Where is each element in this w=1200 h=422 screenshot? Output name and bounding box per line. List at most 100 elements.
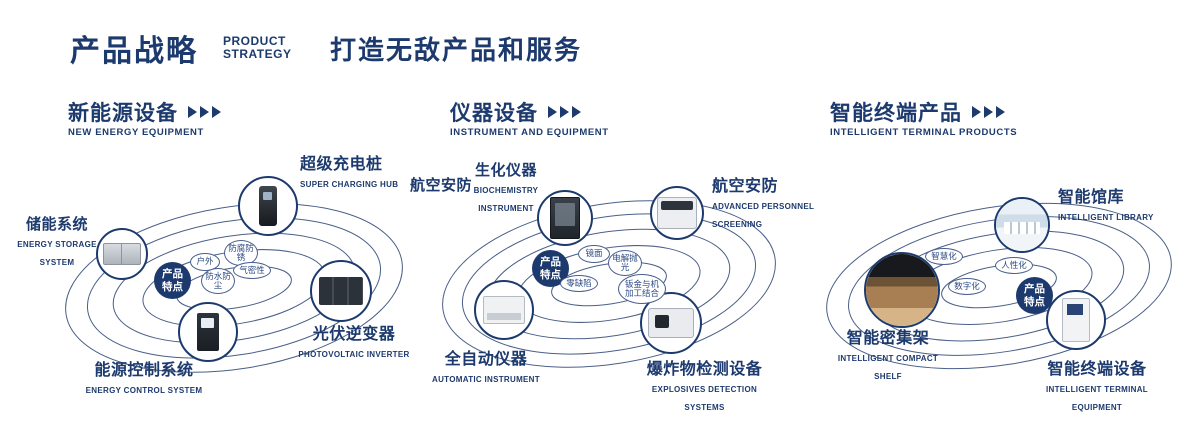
feature-text: 户外 <box>196 256 214 267</box>
label-zh: 智能密集架 <box>846 330 930 347</box>
product-circle-energy-control <box>178 302 238 362</box>
product-features-chip: 产品特点 <box>154 262 191 299</box>
product-features-label: 产品特点 <box>162 268 183 293</box>
triple-chevron-icon <box>188 106 221 118</box>
page-title: 产品战略 <box>70 35 198 68</box>
feature-text: 智慧化 <box>931 250 957 261</box>
feature-text: 防水防尘 <box>205 270 231 290</box>
energy-storage-image <box>103 243 141 265</box>
slogan: 打造无敌产品和服务 <box>330 35 583 65</box>
product-circle-terminal-equipment <box>1046 290 1106 350</box>
label-zh: 航空安防 <box>410 177 473 194</box>
label-zh: 能源控制系统 <box>94 362 194 379</box>
label-en: AUTOMATIC INSTRUMENT <box>432 375 540 384</box>
label-en: EXPLOSIVES DETECTION SYSTEMS <box>651 385 758 412</box>
label-en: ADVANCED PERSONNEL SCREENING <box>712 202 815 229</box>
compact-shelf-image <box>866 254 938 326</box>
page-title-en-line2: STRATEGY <box>223 47 292 61</box>
label-zh: 智能终端设备 <box>1047 361 1147 378</box>
product-features-chip: 产品特点 <box>1016 277 1053 314</box>
feature-text: 人性化 <box>1001 259 1027 270</box>
product-features-label: 产品特点 <box>1024 283 1045 308</box>
pv-inverter-image <box>319 277 363 305</box>
label-personnel-screening: 航空安防 ADVANCED PERSONNEL SCREENING <box>712 172 814 232</box>
section-title: 仪器设备 <box>450 102 538 125</box>
orbit-rings <box>65 203 403 373</box>
label-zh: 生化仪器 <box>474 162 537 179</box>
label-zh: 爆炸物检测设备 <box>646 361 763 378</box>
label-en: BIOCHEMISTRY INSTRUMENT <box>473 186 539 213</box>
section-subtitle: INTELLIGENT TERMINAL PRODUCTS <box>830 127 1018 138</box>
feature-text: 气密性 <box>239 264 265 275</box>
label-zh: 超级充电桩 <box>300 156 383 173</box>
page-title-en-line1: PRODUCT <box>223 34 286 48</box>
section-header-new-energy: 新能源设备 <box>68 97 221 127</box>
label-zh: 智能馆库 <box>1058 189 1125 206</box>
label-energy-control: 能源控制系统 ENERGY CONTROL SYSTEM <box>85 356 203 398</box>
triple-chevron-icon <box>972 106 1005 118</box>
product-circle-pv-inverter <box>310 260 372 322</box>
label-super-charging-hub: 超级充电桩 SUPER CHARGING HUB <box>300 150 430 192</box>
product-circle-compact-shelf <box>864 252 940 328</box>
screening-image <box>657 197 697 229</box>
product-circle-personnel-screening <box>650 186 704 240</box>
label-biochemistry: 生化仪器 BIOCHEMISTRY INSTRUMENT <box>462 159 550 216</box>
energy-control-image <box>197 313 219 351</box>
feature-text: 防腐防锈 <box>228 242 254 262</box>
section-subtitle: INSTRUMENT AND EQUIPMENT <box>450 127 609 138</box>
feature-text: 零缺陷 <box>566 277 592 288</box>
section-subtitle: NEW ENERGY EQUIPMENT <box>68 127 204 138</box>
section-title: 智能终端产品 <box>830 102 962 125</box>
charging-hub-image <box>259 186 277 226</box>
feature-text: 数字化 <box>954 280 980 291</box>
feature-text: 钣金与机加工结合 <box>624 278 659 298</box>
biochemistry-image <box>550 197 580 239</box>
product-circle-intelligent-library <box>994 197 1050 253</box>
label-aviation-security-extra: 航空安防 <box>410 174 472 195</box>
feature-bubble: 人性化 <box>995 257 1033 274</box>
product-circle-biochemistry <box>537 190 593 246</box>
automatic-instrument-image <box>483 296 525 324</box>
label-energy-storage: 储能系统 ENERGY STORAGE SYSTEM <box>11 213 103 270</box>
label-en: INTELLIGENT TERMINAL EQUIPMENT <box>1046 385 1148 412</box>
feature-text: 镜面 <box>585 248 603 259</box>
label-en: ENERGY STORAGE SYSTEM <box>17 240 97 267</box>
product-circle-energy-storage <box>96 228 148 280</box>
explosives-detection-image <box>648 308 694 338</box>
orbit-rings <box>442 200 776 368</box>
label-en: PHOTOVOLTAIC INVERTER <box>298 350 410 359</box>
label-automatic-instrument: 全自动仪器 AUTOMATIC INSTRUMENT <box>421 345 551 387</box>
product-features-label: 产品特点 <box>540 256 561 281</box>
feature-bubble: 镜面 <box>578 245 610 263</box>
feature-text: 电解抛光 <box>612 252 638 272</box>
feature-bubble: 智慧化 <box>925 248 963 265</box>
label-terminal-equipment: 智能终端设备 INTELLIGENT TERMINAL EQUIPMENT <box>1022 355 1172 415</box>
feature-bubble: 数字化 <box>948 278 986 295</box>
feature-bubble: 气密性 <box>233 262 271 279</box>
label-zh: 光伏逆变器 <box>312 326 396 343</box>
product-circle-automatic-instrument <box>474 280 534 340</box>
label-intelligent-library: 智能馆库 INTELLIGENT LIBRARY <box>1058 183 1178 225</box>
label-en: SUPER CHARGING HUB <box>300 180 399 189</box>
feature-bubble: 零缺陷 <box>560 275 598 292</box>
section-title: 新能源设备 <box>68 102 178 125</box>
label-compact-shelf: 智能密集架 INTELLIGENT COMPACT SHELF <box>828 324 948 384</box>
triple-chevron-icon <box>548 106 581 118</box>
label-zh: 航空安防 <box>712 178 779 195</box>
label-en: INTELLIGENT LIBRARY <box>1058 213 1154 222</box>
page-title-en: PRODUCT STRATEGY <box>223 35 291 61</box>
label-zh: 全自动仪器 <box>444 351 528 368</box>
label-zh: 储能系统 <box>25 216 88 233</box>
label-en: ENERGY CONTROL SYSTEM <box>85 386 203 395</box>
label-explosives-detection: 爆炸物检测设备 EXPLOSIVES DETECTION SYSTEMS <box>637 355 772 415</box>
label-en: INTELLIGENT COMPACT SHELF <box>837 354 939 381</box>
label-pv-inverter: 光伏逆变器 PHOTOVOLTAIC INVERTER <box>293 320 415 362</box>
product-features-chip: 产品特点 <box>532 250 569 287</box>
section-header-intelligent-terminal: 智能终端产品 <box>830 97 1005 127</box>
product-circle-super-charging-hub <box>238 176 298 236</box>
intelligent-library-image <box>996 199 1048 251</box>
section-header-instruments: 仪器设备 <box>450 97 581 127</box>
feature-bubble: 户外 <box>190 253 220 271</box>
feature-bubble: 防水防尘 <box>201 268 235 294</box>
